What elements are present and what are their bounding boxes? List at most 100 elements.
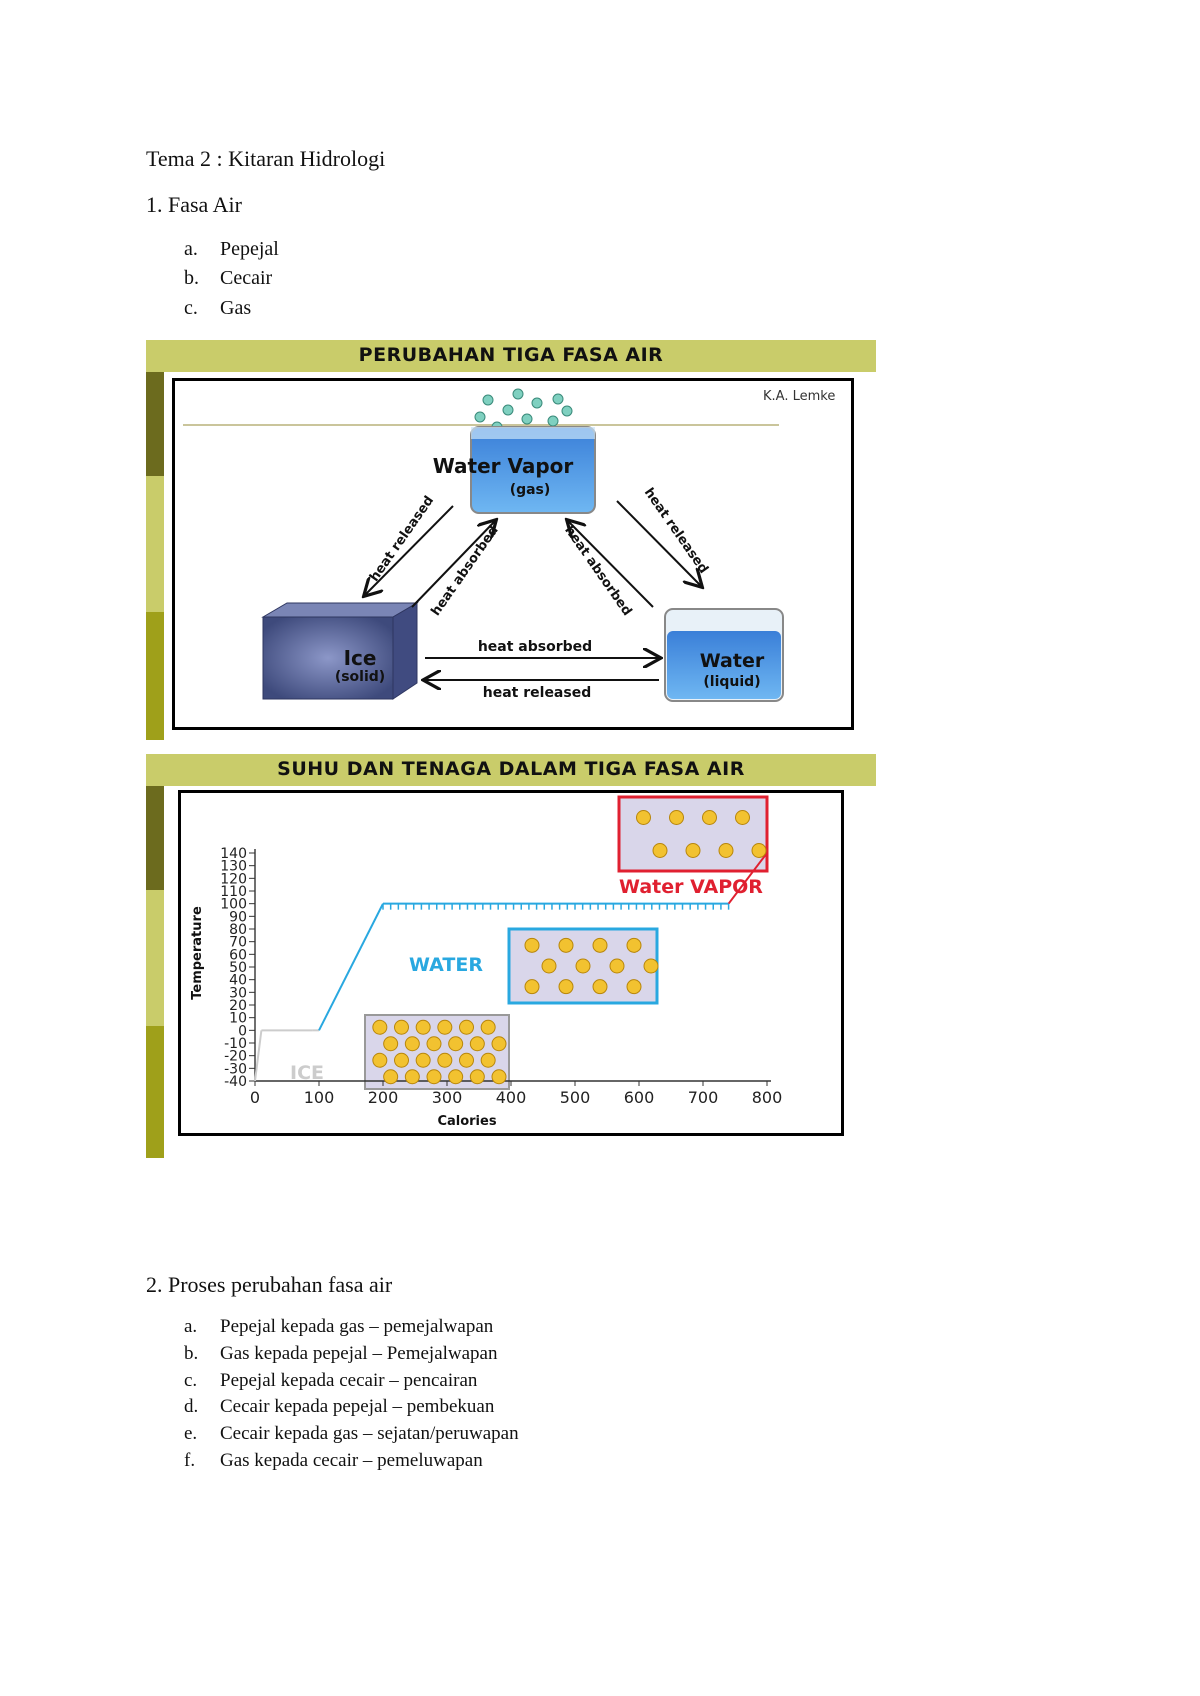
molecule-dot [437,1019,453,1035]
y-tick-label: 50 [229,960,247,976]
figure-heading-band: PERUBAHAN TIGA FASA AIR [146,340,876,372]
side-stripe [146,786,164,890]
document-title: Tema 2 : Kitaran Hidrologi [146,146,386,171]
molecule-dot [491,1036,507,1052]
arrow-label: heat absorbed [478,639,592,655]
y-axis-ticks: 1401301201101009080706050403020100-10-20… [220,846,255,1090]
molecule-dot [652,843,668,858]
molecule-dot [426,1036,442,1052]
water-label: Water [700,650,765,672]
molecule-dot [685,843,701,858]
phase-diagram-frame: K.A. Lemke Water Vapor (gas) [172,378,854,730]
molecule-dot [394,1052,409,1068]
side-stripe [146,1026,164,1158]
molecule-dot [626,979,642,995]
molecule-dots [372,810,767,1085]
list-marker: c. [184,297,198,319]
molecule-dot [558,979,574,995]
molecule-dot [669,810,684,825]
y-tick-label: 40 [229,973,247,989]
molecule-dot [383,1036,399,1052]
y-tick-label: 110 [220,884,247,900]
chart-axes [254,849,771,1082]
x-tick-label: 700 [688,1088,719,1107]
molecule-dot [480,1052,496,1068]
side-stripe [146,612,164,740]
molecule-dot [541,958,557,974]
list-item: b.Gas kepada pepejal – Pemejalwapan [184,1343,498,1365]
molecule-dot [592,979,608,995]
y-tick-label: 30 [229,985,247,1001]
molecule-dot [480,1019,496,1035]
y-tick-label: 80 [229,922,247,938]
y-tick-label: 140 [220,846,247,862]
y-tick-label: -10 [224,1036,247,1052]
vapor-label: Water Vapor [433,454,574,478]
list-item: e.Cecair kepada gas – sejatan/peruwapan [184,1423,519,1445]
molecule-dot [592,937,608,953]
molecule-dot [491,1069,507,1085]
side-stripe [146,890,164,1026]
molecule-dot [404,1036,420,1052]
molecule-dot [404,1069,420,1085]
y-tick-label: -40 [224,1074,247,1090]
y-tick-label: 70 [229,935,247,951]
molecule-dot [735,810,750,825]
y-tick-label: 20 [229,998,247,1014]
figure-heading: PERUBAHAN TIGA FASA AIR [358,344,664,366]
x-axis-label: Calories [437,1114,496,1129]
y-tick-label: 90 [229,909,247,925]
figure-heading-band: SUHU DAN TENAGA DALAM TIGA FASA AIR [146,754,876,786]
y-tick-label: 10 [229,1011,247,1027]
y-tick-label: 0 [238,1023,247,1039]
y-tick-label: 60 [229,947,247,963]
chart-series [254,852,768,1082]
arrow-ice-to-vapor [411,521,495,608]
arrow-label: heat absorbed [429,523,502,619]
list-item: b.Cecair [184,267,272,290]
list-item: f. Gas kepada cecair – pemeluwapan [184,1450,483,1472]
water-phase-label: WATER [409,954,483,976]
credit-text: K.A. Lemke [763,389,835,404]
molecule-dot [558,937,574,953]
vapor-sublabel: (gas) [510,482,551,498]
y-tick-label: 120 [220,871,247,887]
list-marker: f. [184,1450,196,1471]
arrow-label: heat released [367,493,437,584]
side-stripe [146,372,164,476]
molecule-dot [702,810,717,825]
list-marker: a. [184,1316,198,1337]
series-segment [727,852,768,905]
vapor-phase-label: Water VAPOR [619,876,763,898]
list-text: Gas kepada pepejal – Pemejalwapan [220,1343,498,1364]
ice-label: Ice [344,646,377,670]
list-item: c.Pepejal kepada cecair – pencairan [184,1370,477,1392]
list-text: Gas kepada cecair – pemeluwapan [220,1450,483,1471]
list-marker: d. [184,1396,199,1417]
arrow-label: heat released [483,685,591,701]
section-heading-proses: 2. Proses perubahan fasa air [146,1272,393,1297]
section-heading-fasa-air: 1. Fasa Air [146,192,242,217]
x-tick-label: 200 [368,1088,399,1107]
list-text: Pepejal kepada gas – pemejalwapan [220,1316,494,1337]
molecule-dot [415,1019,431,1035]
list-item: a. Pepejal kepada gas – pemejalwapan [184,1316,493,1338]
list-text: Gas [220,297,252,319]
y-tick-label: -20 [224,1049,247,1065]
list-item: d.Cecair kepada pepejal – pembekuan [184,1396,494,1418]
x-tick-label: 100 [304,1088,335,1107]
molecule-dot [448,1069,464,1085]
figure-heating-curve: SUHU DAN TENAGA DALAM TIGA FASA AIR Wate… [146,754,876,1158]
x-tick-label: 300 [432,1088,463,1107]
figure-phase-change: PERUBAHAN TIGA FASA AIR K.A. Lemke [146,340,876,740]
arrow-label: heat released [641,485,711,576]
molecule-dot [524,937,540,953]
ice-sublabel: (solid) [335,669,385,685]
molecule-dot [437,1052,453,1068]
y-tick-label: 130 [220,859,247,875]
molecule-dot [426,1069,442,1085]
figure-heading: SUHU DAN TENAGA DALAM TIGA FASA AIR [277,758,745,780]
molecule-dot [415,1052,431,1068]
